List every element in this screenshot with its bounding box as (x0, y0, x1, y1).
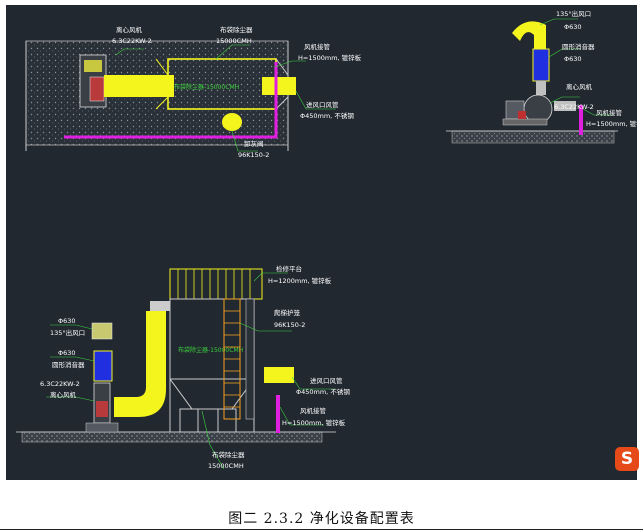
silencer (532, 48, 550, 82)
v3-inlet-label: 进风口风管 (310, 376, 343, 385)
v3-bottom-airflow: 15000CMH (208, 462, 244, 470)
v3-inlet-spec: Φ450mm, 不锈钢 (296, 387, 350, 396)
filter-inner-label: 布袋除尘器-15000CMH (174, 83, 239, 91)
view-side-right: 135°出风口 Φ630 圆形消音器 Φ630 离心风机 6.3C22KW-2 … (446, 9, 637, 144)
fan-motor (84, 60, 102, 72)
v3-top-label: 检修平台 (276, 264, 302, 273)
fan-base (85, 422, 119, 433)
v3-duct-label: 风机接管 (300, 406, 327, 415)
v1-valve-spec: 96K150-2 (238, 151, 269, 159)
v2-duct-spec: H=1500mm, 镀锌板 (586, 119, 637, 128)
v3-ladder-label: 爬梯护笼 (274, 308, 301, 317)
elbow-outlet (512, 21, 546, 49)
connector (536, 81, 546, 95)
elbow-outlet (91, 322, 113, 340)
v1-valve-label: 卸灰阀 (244, 139, 264, 148)
hopper-outlet (222, 113, 242, 131)
magenta-pipe (579, 105, 583, 135)
v1-duct-label: 风机接管 (304, 42, 331, 51)
v1-outlet-label: 进风口风管 (306, 100, 339, 109)
v3-duct-spec: H=1500mm, 镀锌板 (282, 418, 346, 427)
v3-ladder-spec: 96K150-2 (274, 321, 305, 329)
inlet-stub (150, 301, 170, 311)
v2-elbow: 135°出风口 (556, 9, 591, 18)
app-logo-icon: S (615, 447, 639, 471)
v3-fan-spec: 6.3C22KW-2 (40, 380, 80, 388)
outlet-duct (262, 77, 296, 95)
v3-silencer-label: 圆形消音器 (52, 360, 85, 369)
view-plan: 布袋除尘器-15000CMH 离心风机 6.3C22KW-2 布袋除尘器 150… (25, 25, 362, 159)
v1-filter-airflow: 15000CMH (216, 37, 252, 45)
fan-housing (89, 76, 105, 102)
fan-outlet-stub (554, 101, 576, 111)
v3-bottom-label: 布袋除尘器 (212, 450, 245, 459)
hopper (169, 378, 255, 410)
v3-top-spec: H=1200mm, 镀锌板 (268, 276, 332, 285)
ground-slab (21, 431, 323, 443)
view-elevation: 布袋除尘器-15000CMH 检修平台 H=1200mm, (16, 264, 350, 470)
v2-duct-label: 风机接管 (596, 108, 623, 117)
fan-base (502, 118, 548, 126)
v2-silencer-label: 圆形消音器 (562, 42, 595, 51)
v2-fan-spec: 6.3C22KW-2 (554, 103, 594, 111)
v3-elbow: 135°出风口 (50, 328, 85, 337)
ground-slab (451, 130, 615, 144)
v3-fan-label: 离心风机 (50, 390, 77, 399)
v3-dia2: Φ630 (58, 349, 76, 357)
v1-filter-label: 布袋除尘器 (220, 25, 253, 34)
v3-dia1: Φ630 (58, 317, 76, 325)
v1-outlet-spec: Φ450mm, 不锈钢 (300, 111, 354, 120)
cad-drawing-canvas: 布袋除尘器-15000CMH 离心风机 6.3C22KW-2 布袋除尘器 150… (6, 5, 639, 480)
v1-fan-label: 离心风机 (116, 25, 143, 34)
v1-duct-spec: H=1500mm, 镀锌板 (298, 53, 362, 62)
cad-drawing: 布袋除尘器-15000CMH 离心风机 6.3C22KW-2 布袋除尘器 150… (16, 9, 637, 470)
v3-inner: 布袋除尘器-15000CMH (178, 346, 243, 354)
figure-caption: 图二 2.3.2 净化设备配置表 (228, 511, 415, 527)
inlet-duct (264, 367, 294, 383)
silencer (93, 350, 113, 382)
v1-fan-spec: 6.3C22KW-2 (112, 37, 152, 45)
elbow-duct (114, 311, 166, 417)
v2-fan-label: 离心风机 (566, 82, 593, 91)
filter-body (169, 298, 255, 380)
maintenance-platform (169, 268, 263, 300)
duct-fan-to-filter (104, 75, 174, 97)
v2-silencer-dia: Φ630 (564, 55, 582, 63)
magenta-pipe (64, 62, 278, 139)
magenta-pipe (276, 395, 280, 433)
v2-elbow-dia: Φ630 (564, 23, 582, 31)
bottom-rule (0, 529, 643, 530)
